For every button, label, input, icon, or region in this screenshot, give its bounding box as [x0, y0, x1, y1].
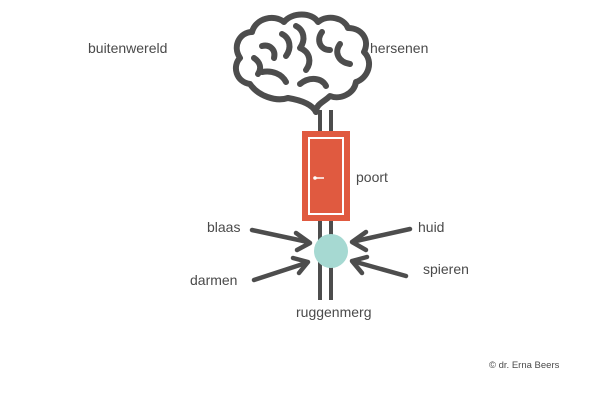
label-intestines: darmen	[190, 272, 238, 288]
door-icon	[302, 131, 350, 221]
spinal-cord-upper	[318, 110, 333, 133]
label-brain: hersenen	[370, 40, 429, 56]
label-outside-world: buitenwereld	[88, 40, 168, 56]
label-bladder: blaas	[207, 219, 241, 235]
copyright-notice: © dr. Erna Beers	[489, 360, 560, 371]
arrow-bladder	[249, 227, 313, 253]
arrow-muscles	[349, 254, 409, 279]
arrow-skin	[349, 226, 413, 253]
label-spinal-cord: ruggenmerg	[296, 304, 372, 320]
arrow-intestines	[251, 255, 311, 283]
central-node	[314, 234, 348, 268]
label-skin: huid	[418, 219, 445, 235]
label-gate: poort	[356, 169, 388, 185]
label-muscles: spieren	[423, 261, 469, 277]
brain-icon	[232, 11, 373, 115]
